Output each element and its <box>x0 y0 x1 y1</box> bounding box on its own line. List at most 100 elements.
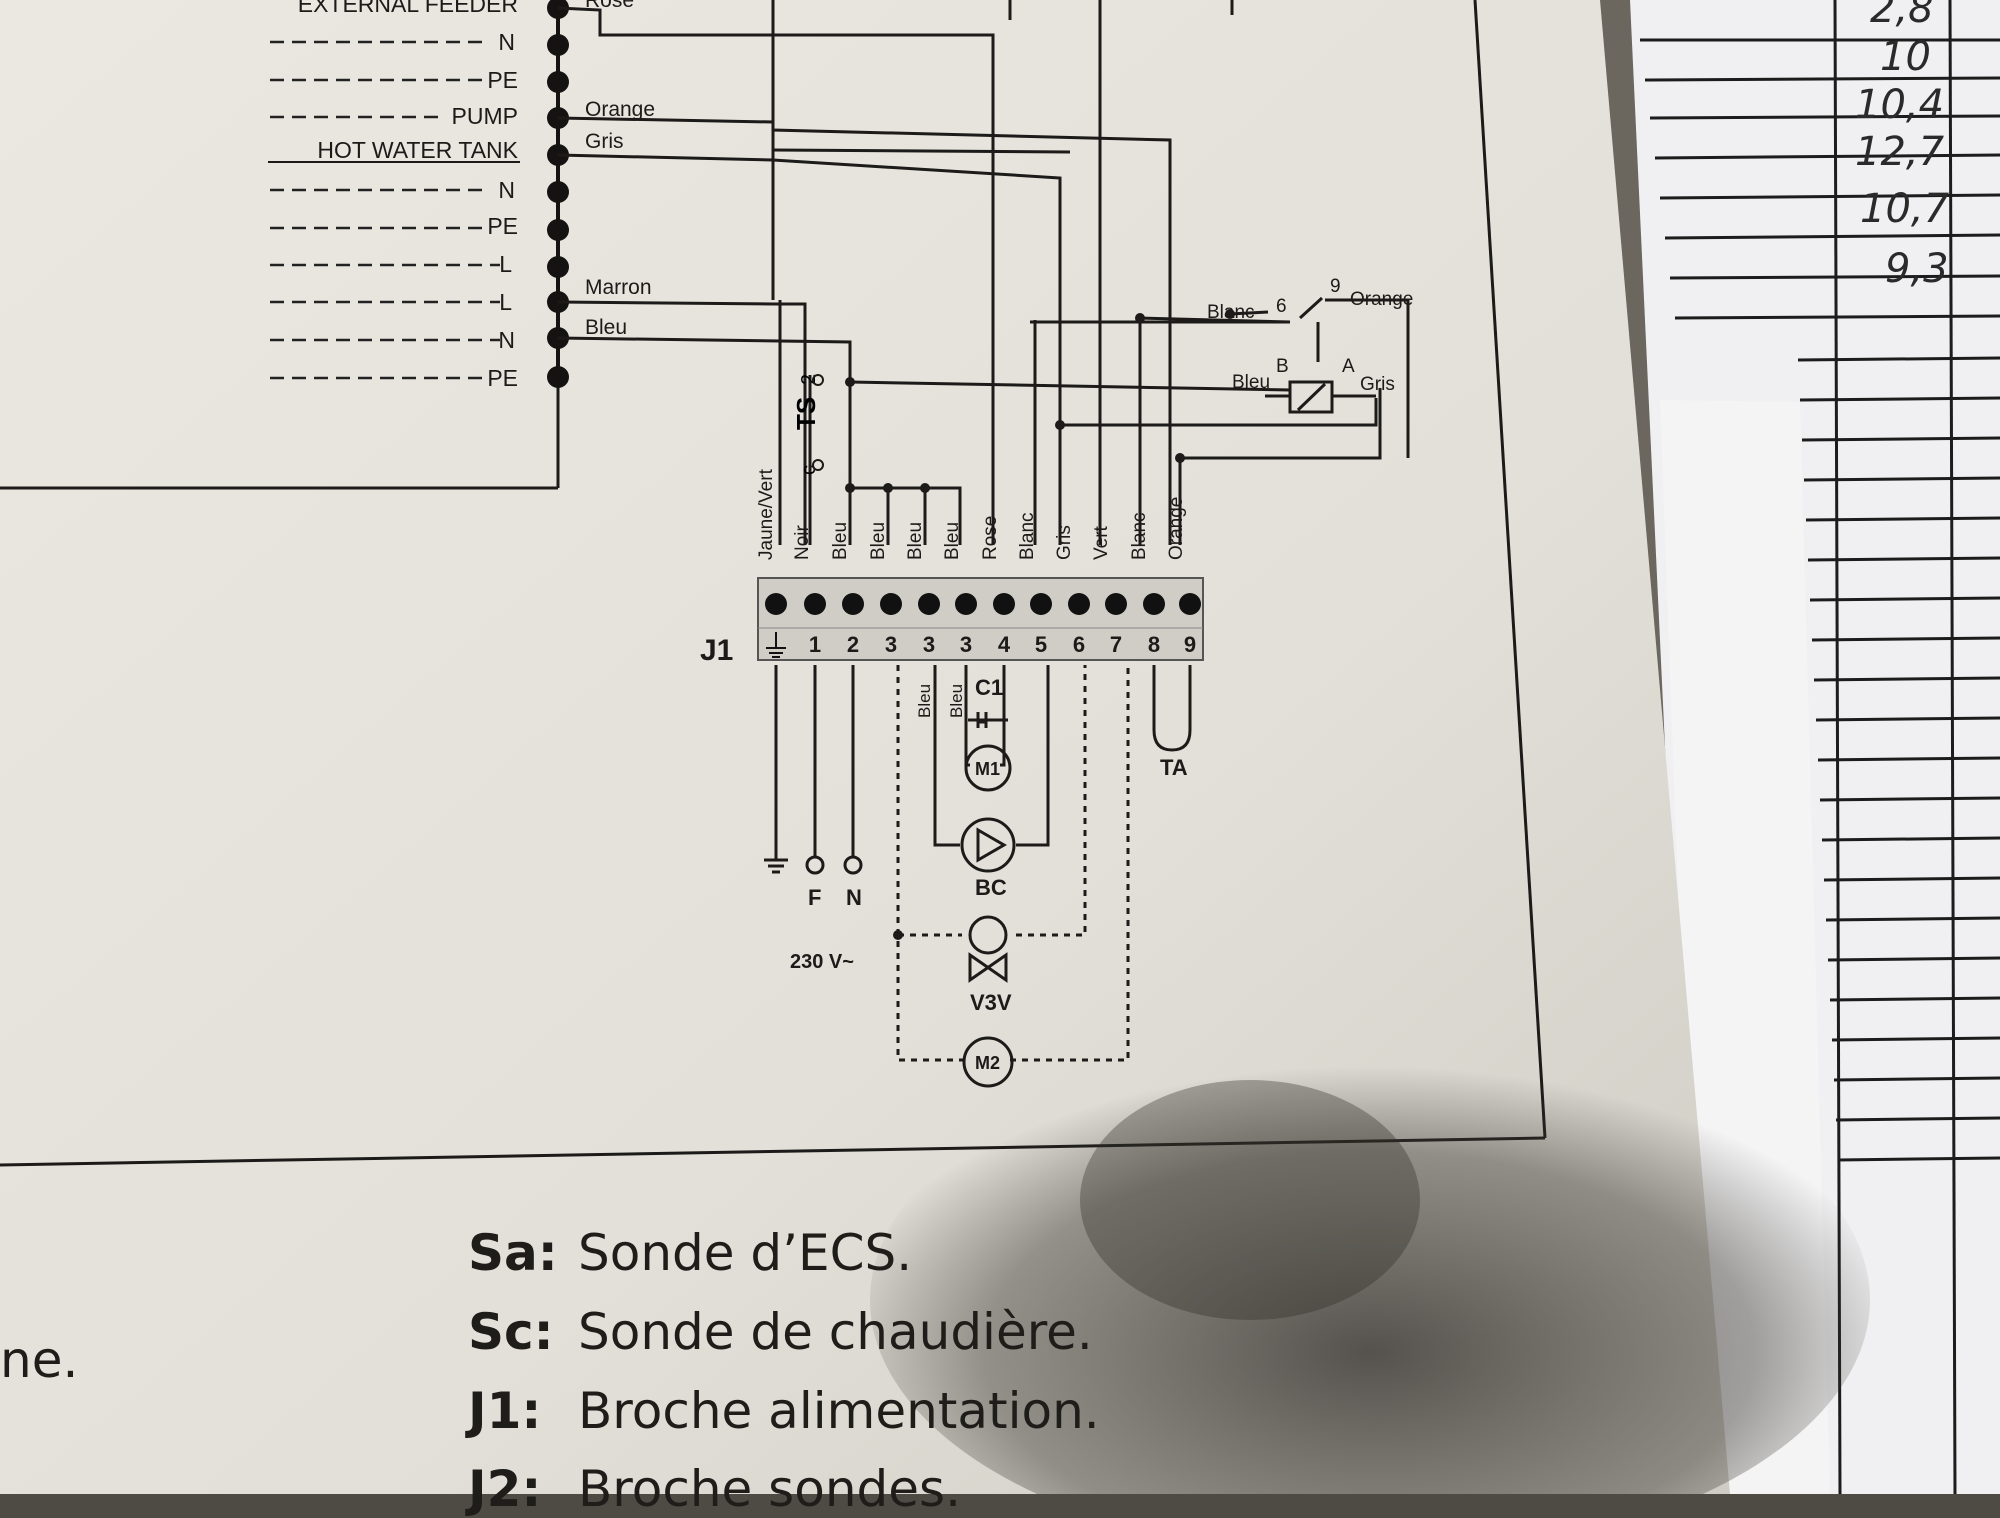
wire-label: Marron <box>585 276 652 299</box>
ts-label: TS <box>791 397 821 430</box>
j1-connector <box>757 577 1204 661</box>
relay-label: Orange <box>1350 289 1413 310</box>
terminal-label: PE <box>487 213 518 239</box>
terminal-label: L <box>499 251 512 277</box>
legend-key: J2: <box>468 1460 542 1518</box>
terminal-label: N <box>498 29 515 55</box>
terminal-label: PE <box>487 67 518 93</box>
hand-shadow <box>870 1040 1870 1494</box>
cut-off-text: ne. <box>0 1331 79 1389</box>
motor1-label: M1 <box>975 759 1000 779</box>
terminal-label: PE <box>487 365 518 391</box>
sub-wire-label: Bleu <box>947 684 966 718</box>
handwritten-value: 10 <box>1880 34 1931 80</box>
relay-label: Bleu <box>1232 372 1270 393</box>
relay-label: 9 <box>1330 276 1341 297</box>
dashed-circuit <box>896 665 1130 1062</box>
handwritten-value: 9,3 <box>1885 246 1949 292</box>
j1-pin-number: 9 <box>1184 632 1196 657</box>
j1-pin-number: 8 <box>1148 632 1160 657</box>
ts-sensor: TS c 2 <box>791 374 824 475</box>
valve-symbol <box>962 915 1014 1088</box>
wiring <box>557 0 1410 545</box>
dashed-leads <box>270 40 500 380</box>
motor2-label: M2 <box>975 1053 1000 1073</box>
j1-wire-label: Bleu <box>830 522 851 560</box>
j1-wire-label: Bleu <box>942 522 963 560</box>
pump-label: BC <box>975 875 1007 900</box>
j1-wire-label: Vert <box>1091 525 1112 560</box>
handwritten-value: 10,7 <box>1860 186 1950 232</box>
j1-wire-label: Jaune/Vert <box>756 468 777 560</box>
legend-text: Broche sondes. <box>578 1460 961 1518</box>
j1-pin-number: 1 <box>809 632 821 657</box>
legend-text: Sonde d’ECS. <box>578 1224 913 1282</box>
wire-label: Orange <box>585 98 655 121</box>
j1-wire-label: Bleu <box>868 522 889 560</box>
terminal-label: N <box>498 327 515 353</box>
legend-text: Broche alimentation. <box>578 1382 1100 1440</box>
relay-label: 6 <box>1276 296 1287 317</box>
legend-item-sc: Sc:Sonde de chaudière. <box>468 1307 1093 1357</box>
j1-pin-number: 4 <box>998 632 1011 657</box>
legend-text: Sonde de chaudière. <box>578 1303 1093 1361</box>
wire-label: Rose <box>585 0 634 12</box>
relay-label: Gris <box>1360 374 1395 395</box>
wire-label: Bleu <box>585 316 627 339</box>
j1-wire-label: Bleu <box>905 522 926 560</box>
phase-label: F <box>808 885 821 910</box>
legend-key: Sa: <box>468 1224 558 1282</box>
j1-pin-number: 7 <box>1110 632 1122 657</box>
thermostat-label: TA <box>1160 755 1188 780</box>
legend-item-j2: J2:Broche sondes. <box>468 1464 961 1514</box>
junction-dot <box>893 930 903 940</box>
j1-wire-label: Blanc <box>1017 512 1038 560</box>
legend-key: Sc: <box>468 1303 554 1361</box>
j1-wire-label: Gris <box>1054 525 1075 560</box>
j1-wire-label: Rose <box>980 516 1001 560</box>
terminal-label: L <box>499 289 512 315</box>
lower-circuit <box>764 665 1192 875</box>
legend-item-j1: J1:Broche alimentation. <box>468 1386 1100 1436</box>
j1-wire-label: Noir <box>792 524 813 560</box>
relay <box>1265 296 1376 414</box>
handwritten-value: 12,7 <box>1855 129 1945 175</box>
handwritten-value: 10,4 <box>1855 82 1944 128</box>
left-wire-labels: Rose Orange Gris Marron Bleu <box>585 0 655 339</box>
relay-label: A <box>1342 356 1355 377</box>
j1-pin-number: 2 <box>847 632 859 657</box>
terminal-label: HOT WATER TANK <box>317 137 518 163</box>
j1-pin-number: 3 <box>960 632 972 657</box>
sub-wire-label: Bleu <box>915 684 934 718</box>
handwritten-value: 2,8 <box>1870 0 1934 32</box>
j1-wire-label: Orange <box>1166 497 1187 560</box>
terminal-label: N <box>498 177 515 203</box>
relay-labels: Blanc 6 9 Orange Bleu B A Gris <box>1207 276 1413 395</box>
junction-dots <box>845 309 1235 493</box>
j1-pin-number: 6 <box>1073 632 1085 657</box>
valve-label: V3V <box>970 990 1012 1015</box>
relay-label: B <box>1276 356 1289 377</box>
ts-pin-2: 2 <box>798 374 820 385</box>
neutral-label: N <box>846 885 862 910</box>
capacitor-label: C1 <box>975 675 1003 700</box>
voltage-label: 230 V~ <box>790 951 854 973</box>
terminal-labels: EXTERNAL FEEDER N PE PUMP HOT WATER TANK… <box>298 0 519 391</box>
j1-wire-labels: Jaune/Vert Noir Bleu Bleu Bleu Bleu Rose… <box>756 468 1187 560</box>
component-labels: C1 M1 BC V3V M2 TA F N 230 V~ <box>790 675 1188 1073</box>
wire-label: Gris <box>585 130 624 153</box>
legend-item-sa: Sa:Sonde d’ECS. <box>468 1228 912 1278</box>
legend-key: J1: <box>468 1382 542 1440</box>
ts-pin-c: c <box>798 465 820 475</box>
j1-wire-label: Blanc <box>1129 512 1150 560</box>
terminal-label: EXTERNAL FEEDER <box>298 0 518 17</box>
terminal-label: PUMP <box>452 103 518 129</box>
j1-pin-number: 5 <box>1035 632 1047 657</box>
sub-wire-labels: Bleu Bleu <box>915 684 966 718</box>
j1-pin-number: 3 <box>885 632 897 657</box>
j1-label: J1 <box>700 634 733 667</box>
handwritten-values: 2,8 10 10,4 12,7 10,7 9,3 <box>1855 0 1950 292</box>
hand-shadow-core <box>1080 1080 1420 1320</box>
j1-pin-numbers: 1 2 3 3 3 4 5 6 7 8 9 <box>809 632 1196 657</box>
